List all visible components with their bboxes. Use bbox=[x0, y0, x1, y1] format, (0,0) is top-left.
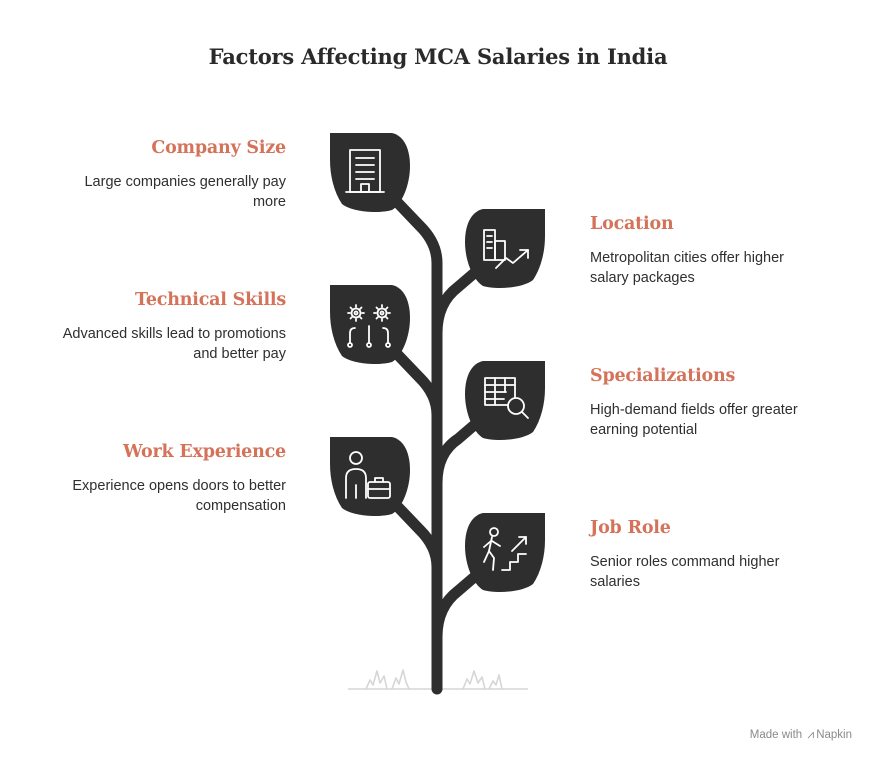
factor-title: Technical Skills bbox=[135, 290, 286, 310]
leaf-job-role bbox=[465, 513, 545, 592]
factor-title: Location bbox=[590, 214, 674, 234]
page-title: Factors Affecting MCA Salaries in India bbox=[208, 44, 668, 69]
factor-description: High-demand fields offer greater earning… bbox=[590, 400, 850, 440]
factor-description: Advanced skills lead to promotions and b… bbox=[26, 324, 286, 364]
made-with-napkin-credit[interactable]: Made with ⩘Napkin bbox=[750, 727, 852, 742]
factor-description: Senior roles command higher salaries bbox=[590, 552, 850, 592]
description-line: Metropolitan cities offer higher bbox=[590, 250, 784, 266]
description-line: and better pay bbox=[193, 346, 286, 362]
leaves bbox=[330, 133, 545, 592]
tree-stem bbox=[392, 197, 485, 695]
climbing-stairs-icon bbox=[483, 527, 527, 571]
factor-description: Metropolitan cities offer higher salary … bbox=[590, 248, 850, 288]
factor-job-role: Job Role Senior roles command higher sal… bbox=[590, 518, 850, 592]
factor-technical-skills: Technical Skills Advanced skills lead to… bbox=[26, 290, 286, 364]
factor-title: Company Size bbox=[151, 138, 286, 158]
table-search-icon bbox=[484, 377, 529, 419]
description-line: more bbox=[252, 194, 286, 210]
leaf-work-experience bbox=[330, 437, 410, 516]
factor-location: Location Metropolitan cities offer highe… bbox=[590, 214, 850, 288]
description-line: Large companies generally pay bbox=[84, 174, 286, 190]
credit-prefix: Made with bbox=[749, 729, 803, 741]
description-line: Experience opens doors to better bbox=[72, 478, 286, 494]
leaf-technical-skills bbox=[330, 285, 410, 364]
description-line: Advanced skills lead to promotions bbox=[62, 326, 286, 342]
factor-description: Large companies generally pay more bbox=[26, 172, 286, 212]
credit-brand: Napkin bbox=[816, 729, 852, 741]
description-line: compensation bbox=[195, 498, 286, 514]
description-line: salaries bbox=[590, 574, 640, 590]
napkin-logo-icon: ⩘ bbox=[807, 727, 815, 741]
factor-title: Work Experience bbox=[123, 442, 286, 462]
factor-description: Experience opens doors to better compens… bbox=[26, 476, 286, 516]
factor-work-experience: Work Experience Experience opens doors t… bbox=[26, 442, 286, 516]
description-line: High-demand fields offer greater bbox=[590, 402, 798, 418]
leaf-specializations bbox=[465, 361, 545, 440]
factor-specializations: Specializations High-demand fields offer… bbox=[590, 366, 850, 440]
gears-circuit-icon bbox=[347, 304, 391, 348]
description-line: Senior roles command higher bbox=[590, 554, 780, 570]
person-briefcase-icon bbox=[345, 451, 391, 499]
factor-company-size: Company Size Large companies generally p… bbox=[26, 138, 286, 212]
description-line: earning potential bbox=[590, 422, 698, 438]
office-building-icon bbox=[345, 149, 385, 193]
city-growth-icon bbox=[483, 229, 529, 269]
description-line: salary packages bbox=[590, 270, 695, 286]
factor-title: Specializations bbox=[590, 366, 736, 386]
factor-title: Job Role bbox=[590, 518, 671, 538]
